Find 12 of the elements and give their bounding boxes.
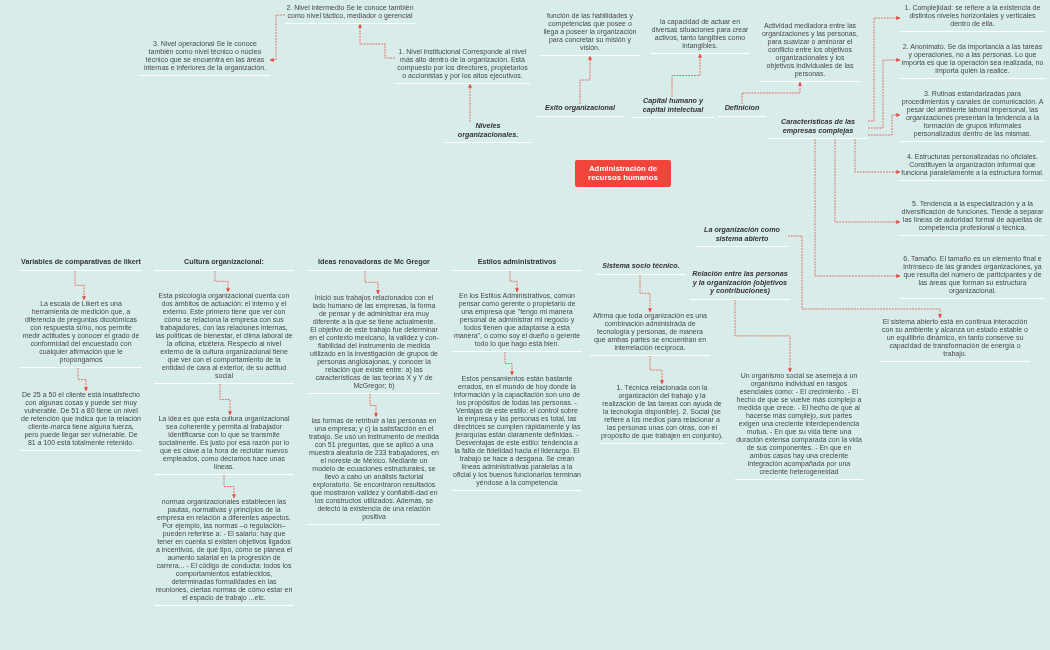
topic-node	[445, 122, 531, 144]
topic-node	[768, 118, 868, 140]
topic-node	[154, 258, 294, 271]
central-topic-box	[575, 160, 671, 187]
topic-node	[696, 226, 788, 248]
topic-node	[452, 258, 582, 271]
topic-node	[20, 258, 142, 271]
topic-node	[632, 97, 714, 119]
topic-node	[596, 262, 686, 275]
topic-node	[308, 258, 440, 271]
topic-node	[535, 104, 625, 117]
topic-node	[718, 104, 766, 117]
